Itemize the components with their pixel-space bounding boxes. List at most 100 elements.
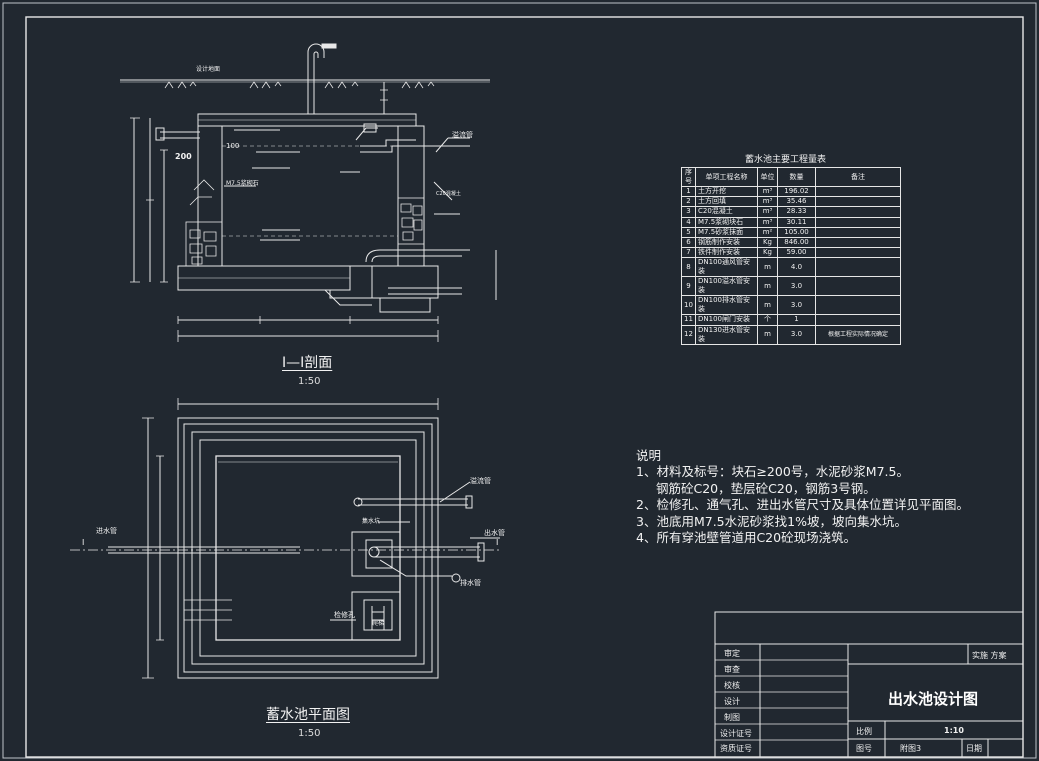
tb-drawing-no-value: 附图3 <box>900 744 922 753</box>
tb-date-label: 日期 <box>966 744 982 753</box>
inner-frame <box>25 16 1024 758</box>
quantity-table-cell <box>815 295 901 316</box>
tb-row-review: 审查 <box>724 665 740 674</box>
quantity-table-cell: 846.00 <box>777 236 816 249</box>
tb-stage: 实施 方案 <box>972 651 1007 660</box>
tb-row-design-cert: 设计证号 <box>720 729 752 738</box>
quantity-table-cell: 7 <box>681 247 696 259</box>
quantity-table-cell <box>815 226 901 238</box>
quantity-table-cell <box>815 276 901 297</box>
section-mark-left: I <box>82 538 85 547</box>
note-line-2: 钢筋砼C20，垫层砼C20，钢筋3号钢。 <box>656 481 876 496</box>
quantity-table-cell: 6 <box>681 236 696 249</box>
quantity-table-cell: 4.0 <box>777 257 816 278</box>
quantity-table-cell: Kg <box>757 247 778 259</box>
title-block <box>714 611 1024 758</box>
plan-view <box>70 398 500 679</box>
quantity-table-cell: 12 <box>681 324 696 345</box>
quantity-table-cell: 4 <box>681 216 696 228</box>
inspection-label: 检修孔 <box>334 611 355 619</box>
section-scale: 1:50 <box>298 376 321 387</box>
quantity-table-header: 序号 单项工程名称 单位 数量 备注 <box>681 167 901 187</box>
quantity-table-cell: 钢筋制作安装 <box>695 236 758 249</box>
plan-overflow-pipe-label: 溢流管 <box>470 477 491 485</box>
note-line-3: 2、检修孔、通气孔、进出水管尺寸及具体位置详见平面图。 <box>636 497 969 512</box>
header-cell: 序号 <box>681 167 696 187</box>
quantity-table-cell: 196.02 <box>777 185 816 198</box>
quantity-table-cell: DN130进水管安装 <box>695 324 758 345</box>
quantity-table-cell <box>815 196 901 208</box>
quantity-table-cell: 9 <box>681 276 696 297</box>
quantity-table-cell <box>815 236 901 249</box>
tb-scale-value: 1:10 <box>944 726 964 735</box>
tb-row-approve: 审定 <box>724 649 740 658</box>
quantity-table-cell: M7.5浆砌块石 <box>695 216 758 228</box>
quantity-table-cell: 35.46 <box>777 196 816 208</box>
quantity-table-cell: DN100排水管安装 <box>695 295 758 316</box>
quantity-table-cell <box>815 257 901 278</box>
quantity-table-cell: Kg <box>757 236 778 249</box>
quantity-table-cell: 2 <box>681 196 696 208</box>
tb-drawing-no-label: 图号 <box>856 744 872 753</box>
quantity-table-cell: 28.33 <box>777 206 816 218</box>
header-cell: 备注 <box>815 167 901 187</box>
tb-row-draw: 制图 <box>724 713 740 722</box>
notes-heading: 说明 <box>636 448 662 463</box>
section-caption: I—I剖面 <box>282 355 333 371</box>
ladder-label: 爬梯 <box>372 620 385 627</box>
quantity-table-cell: M7.5砂浆抹面 <box>695 226 758 238</box>
section-view <box>120 43 497 342</box>
design-ground-label: 设计地面 <box>196 66 221 73</box>
mortar-layer-label: M7.5浆砌石 <box>226 180 259 187</box>
plan-scale: 1:50 <box>298 728 321 739</box>
quantity-table-cell: 土方回填 <box>695 196 758 208</box>
quantity-table-cell: m <box>757 295 778 316</box>
quantity-table-cell: 59.00 <box>777 247 816 259</box>
quantity-table-cell: 11 <box>681 314 696 326</box>
quantity-table-cell: C20混凝土 <box>695 206 758 218</box>
quantity-table-cell: 3.0 <box>777 324 816 345</box>
dim-200-label: 200 <box>175 152 192 161</box>
quantity-table-cell <box>815 185 901 198</box>
quantity-table-cell: 个 <box>757 314 778 326</box>
quantity-table-cell: 3 <box>681 206 696 218</box>
note-line-1: 1、材料及标号：块石≥200号，水泥砂浆M7.5。 <box>636 464 909 479</box>
tb-scale-label: 比例 <box>856 727 872 736</box>
quantity-table-cell: m <box>757 257 778 278</box>
tb-row-check: 校核 <box>724 681 740 690</box>
quantity-table-cell: 30.11 <box>777 216 816 228</box>
header-cell: 单项工程名称 <box>695 167 758 187</box>
section-mark-right: I <box>496 538 499 547</box>
tb-row-qual-cert: 资质证号 <box>720 744 752 753</box>
quantity-table-cell: m² <box>757 226 778 238</box>
quantity-table-cell: 根据工程实际情况确定 <box>815 324 901 345</box>
concrete-label: C20混凝土 <box>436 191 461 197</box>
quantity-table-cell: 10 <box>681 295 696 316</box>
section-overflow-pipe-label: 溢流管 <box>452 131 473 139</box>
quantity-table-cell: m <box>757 276 778 297</box>
quantity-table-cell <box>815 314 901 326</box>
quantity-table-cell <box>815 216 901 228</box>
quantity-table-cell <box>815 247 901 259</box>
note-line-4: 3、池底用M7.5水泥砂浆找1%坡，坡向集水坑。 <box>636 514 907 529</box>
note-line-5: 4、所有穿池壁管道用C20砼现场浇筑。 <box>636 530 857 545</box>
quantity-table-cell: 土方开挖 <box>695 185 758 198</box>
quantity-table-cell: m³ <box>757 185 778 198</box>
quantity-table-cell: 1 <box>777 314 816 326</box>
tb-row-design: 设计 <box>724 697 740 706</box>
